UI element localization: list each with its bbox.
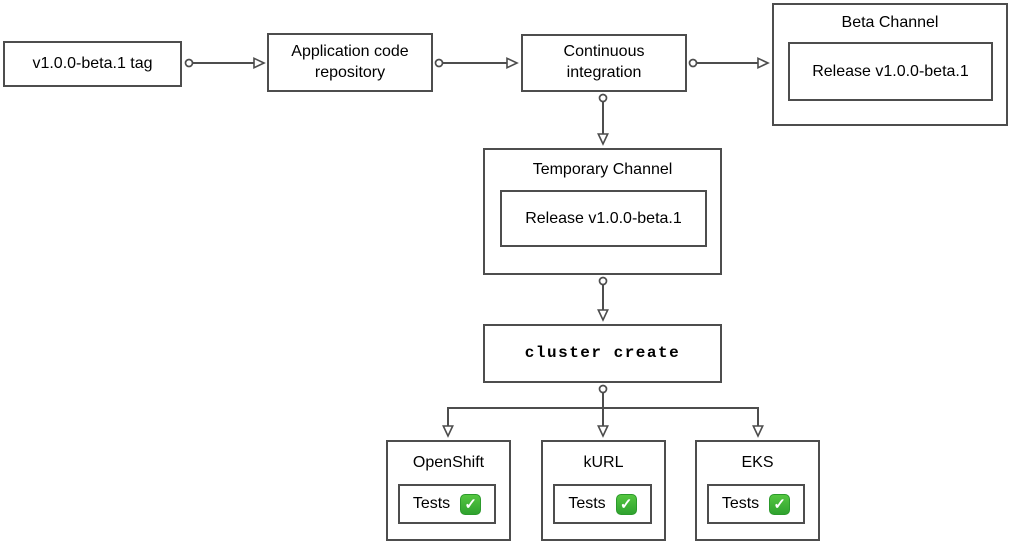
tests-passed-icon: ✓ <box>769 493 791 515</box>
openshift-title: OpenShift <box>412 454 485 471</box>
kurl-tests-box: Tests ✓ <box>553 484 652 524</box>
version-tag-label: v1.0.0-beta.1 tag <box>32 54 153 72</box>
connector-cluster-create-to-eks <box>603 407 764 438</box>
node-beta-channel: Beta Channel Release v1.0.0-beta.1 <box>772 3 1008 126</box>
eks-tests-label: Tests <box>721 495 760 512</box>
continuous-integration-label: Continuous integration <box>563 43 645 81</box>
node-cluster-create: cluster create <box>483 324 722 383</box>
kurl-title: kURL <box>583 454 624 471</box>
node-kurl: kURL Tests ✓ <box>541 440 666 541</box>
openshift-tests-label: Tests <box>412 495 451 512</box>
connector-cluster-create-to-openshift <box>442 407 603 438</box>
node-continuous-integration: Continuous integration <box>521 34 687 92</box>
node-version-tag: v1.0.0-beta.1 tag <box>3 41 182 87</box>
eks-tests-box: Tests ✓ <box>707 484 805 524</box>
eks-title: EKS <box>741 454 774 471</box>
node-openshift: OpenShift Tests ✓ <box>386 440 511 541</box>
temporary-channel-title: Temporary Channel <box>532 161 673 178</box>
beta-channel-title: Beta Channel <box>841 14 939 31</box>
application-code-repository-label: Application code repository <box>291 42 409 81</box>
kurl-tests-label: Tests <box>568 495 606 512</box>
openshift-tests-box: Tests ✓ <box>398 484 496 524</box>
temporary-channel-release-box: Release v1.0.0-beta.1 <box>500 190 707 247</box>
node-application-code-repository: Application code repository <box>267 33 433 92</box>
tests-passed-icon: ✓ <box>460 493 482 515</box>
beta-channel-release-label: Release v1.0.0-beta.1 <box>812 62 969 80</box>
cluster-create-label: cluster create <box>524 344 681 363</box>
beta-channel-release-box: Release v1.0.0-beta.1 <box>788 42 993 101</box>
temporary-channel-release-label: Release v1.0.0-beta.1 <box>525 209 682 227</box>
node-eks: EKS Tests ✓ <box>695 440 820 541</box>
node-temporary-channel: Temporary Channel Release v1.0.0-beta.1 <box>483 148 722 275</box>
tests-passed-icon: ✓ <box>615 493 637 515</box>
